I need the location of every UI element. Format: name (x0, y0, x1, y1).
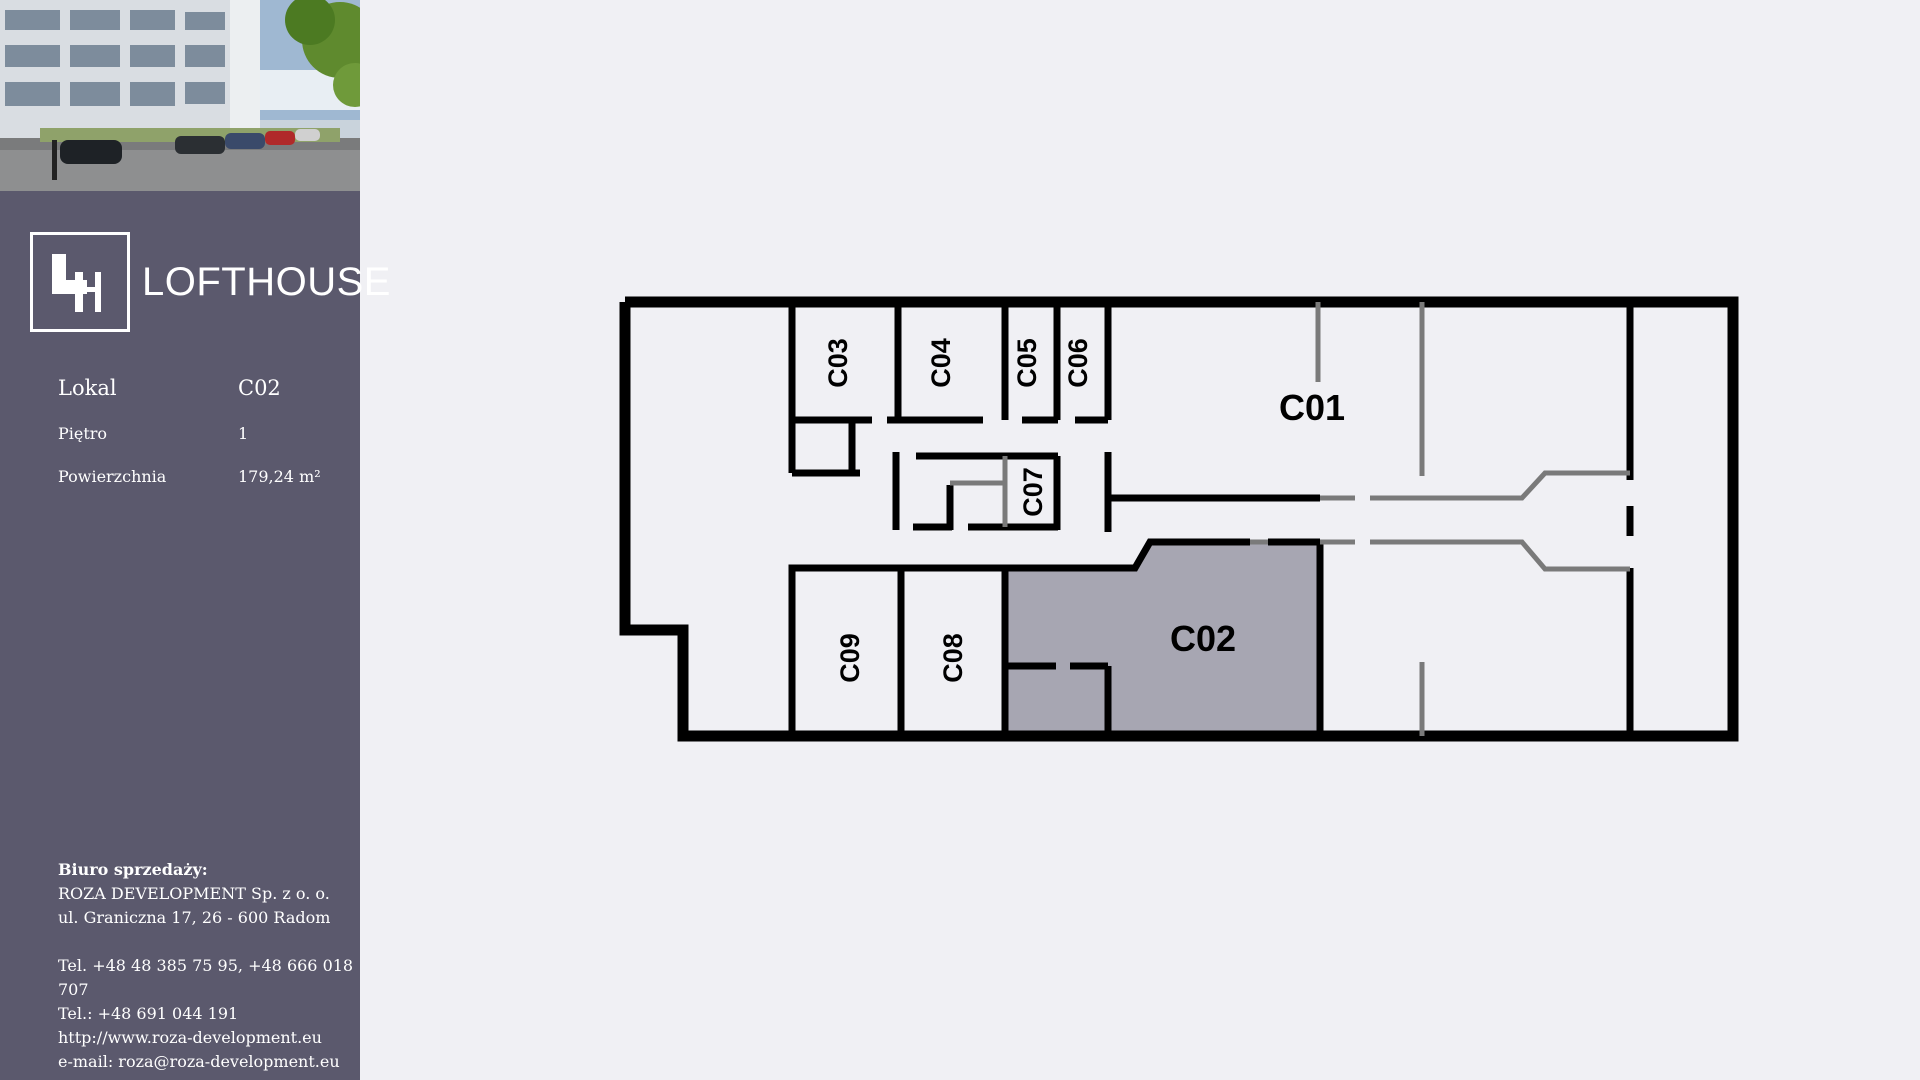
contact-phone-1: Tel. +48 48 385 75 95, +48 666 018 707 (58, 956, 354, 999)
room-label-c01[interactable]: C01 (1279, 387, 1345, 428)
unit-info: Lokal C02 Piętro 1 Powierzchnia 179,24 m… (58, 376, 348, 510)
building-photo (0, 0, 360, 191)
contact-phone-2: Tel.: +48 691 044 191 (58, 1004, 239, 1023)
sidebar: LOFTHOUSE Lokal C02 Piętro 1 Powierzchni… (0, 0, 390, 1080)
contact-spacer (58, 930, 358, 954)
room-label-c05[interactable]: C05 (1012, 338, 1042, 388)
unit-row-floor: Piętro 1 (58, 424, 348, 443)
contact-address: ul. Graniczna 17, 26 - 600 Radom (58, 908, 331, 927)
floor-plan: C01 C02 C03 C04 C05 C06 C07 C08 C09 (600, 280, 1760, 750)
room-label-c07[interactable]: C07 (1018, 467, 1048, 517)
room-label-c04[interactable]: C04 (926, 338, 956, 388)
unit-area-label: Powierzchnia (58, 467, 167, 486)
room-label-c03[interactable]: C03 (823, 338, 853, 388)
contact-heading: Biuro sprzedaży: (58, 860, 208, 879)
brand-logo: LOFTHOUSE (30, 232, 391, 332)
unit-row-lokal: Lokal C02 (58, 376, 348, 400)
unit-lokal-label: Lokal (58, 376, 117, 400)
contact-email-link[interactable]: e-mail: roza@roza-development.eu (58, 1052, 340, 1071)
unit-row-area: Powierzchnia 179,24 m² (58, 467, 348, 486)
room-label-c08[interactable]: C08 (938, 633, 968, 683)
contact-website-link[interactable]: http://www.roza-development.eu (58, 1028, 322, 1047)
unit-floor-label: Piętro (58, 424, 108, 443)
room-label-c06[interactable]: C06 (1063, 338, 1093, 388)
outer-walls (619, 296, 1739, 742)
inner-walls (788, 302, 1634, 736)
room-c02-highlight[interactable] (1005, 542, 1320, 736)
lofthouse-logo-icon (30, 232, 130, 332)
brand-name: LOFTHOUSE (142, 259, 391, 304)
unit-lokal-value: C02 (238, 376, 281, 400)
unit-area-value: 179,24 m² (238, 467, 321, 486)
room-label-c02[interactable]: C02 (1170, 618, 1236, 659)
room-label-c09[interactable]: C09 (835, 633, 865, 683)
contact-company: ROZA DEVELOPMENT Sp. z o. o. (58, 884, 330, 903)
partitions (950, 302, 1630, 736)
sales-office-contact: Biuro sprzedaży: ROZA DEVELOPMENT Sp. z … (58, 858, 358, 1074)
unit-floor-value: 1 (238, 424, 249, 443)
